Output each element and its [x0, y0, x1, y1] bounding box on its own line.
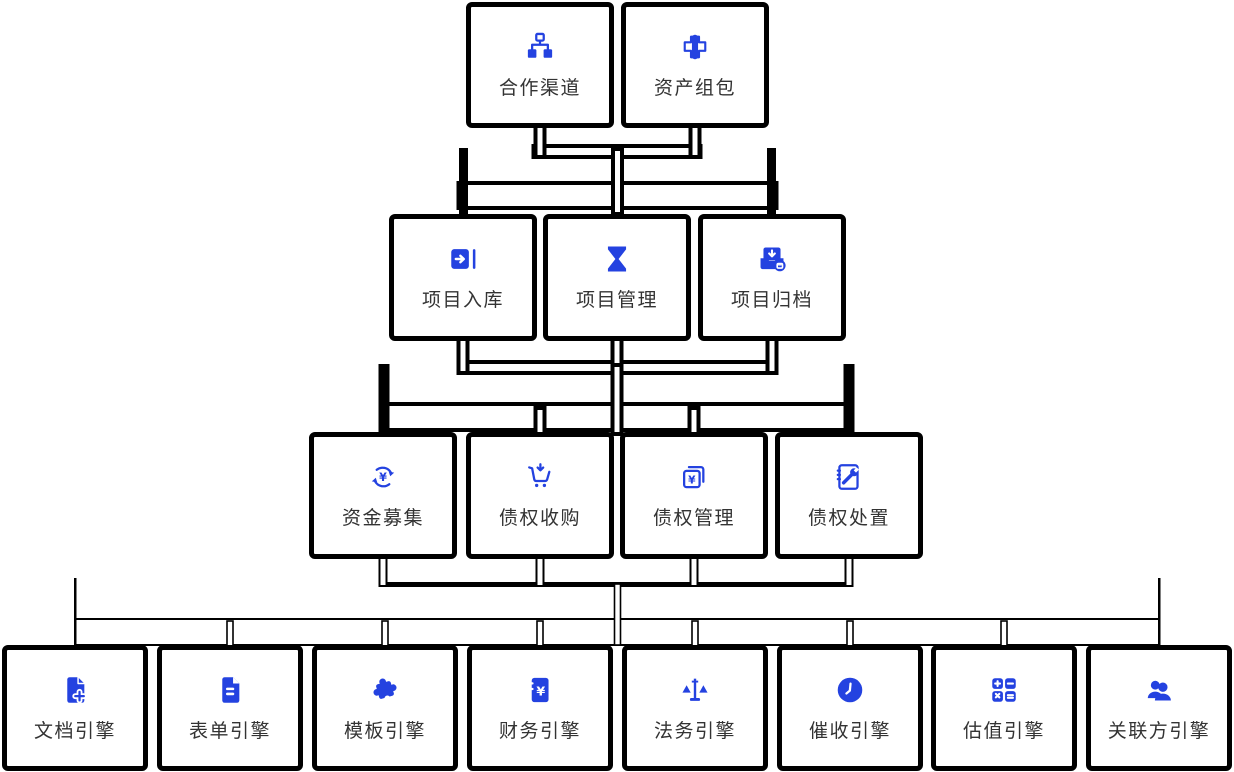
node-label: 关联方引擎	[1107, 720, 1211, 742]
node-related-party-engine: 关联方引擎	[1086, 645, 1232, 771]
node-label: 法务引擎	[653, 720, 736, 742]
cart-download-icon	[524, 461, 556, 493]
doc-wrench-icon	[833, 461, 865, 493]
node-label: 财务引擎	[498, 720, 581, 742]
node-project-management: 项目管理	[543, 214, 691, 341]
node-label: 资产组包	[653, 77, 736, 99]
node-legal-engine: 法务引擎	[622, 645, 768, 771]
puzzle-icon	[369, 674, 401, 706]
clock-icon	[834, 674, 866, 706]
node-debt-disposal: 债权处置	[775, 432, 923, 559]
node-label: 项目归档	[730, 290, 813, 311]
users-icon	[1143, 674, 1175, 706]
node-template-engine: 模板引擎	[312, 645, 458, 771]
sitemap-icon	[524, 31, 556, 63]
node-debt-management: ¥ 债权管理	[620, 432, 768, 559]
node-label: 估值引擎	[962, 720, 1045, 742]
svg-text:¥: ¥	[688, 473, 696, 486]
asset-package-icon	[679, 31, 711, 63]
node-label: 催收引擎	[808, 720, 891, 742]
yen-card-icon: ¥	[678, 461, 710, 493]
doc-plus-icon	[59, 674, 91, 706]
node-label: 债权管理	[652, 508, 735, 529]
node-asset-packaging: 资产组包	[621, 2, 769, 128]
node-finance-engine: ¥ 财务引擎	[467, 645, 613, 771]
node-label: 债权收购	[498, 508, 581, 529]
import-icon	[447, 243, 479, 275]
node-debt-acquisition: 债权收购	[466, 432, 614, 559]
hourglass-icon	[601, 243, 633, 275]
node-collection-engine: 催收引擎	[777, 645, 923, 771]
node-valuation-engine: 估值引擎	[931, 645, 1077, 771]
node-label: 资金募集	[341, 508, 424, 529]
svg-text:¥: ¥	[536, 683, 545, 698]
archive-download-icon	[756, 243, 788, 275]
node-label: 项目管理	[575, 290, 658, 311]
yen-book-icon: ¥	[524, 674, 556, 706]
node-cooperation-channels: 合作渠道	[466, 2, 614, 128]
svg-text:¥: ¥	[379, 471, 387, 484]
node-project-intake: 项目入库	[389, 214, 537, 341]
refresh-yen-icon: ¥	[367, 461, 399, 493]
node-label: 债权处置	[807, 508, 890, 529]
node-label: 模板引擎	[343, 720, 426, 742]
node-label: 项目入库	[421, 290, 504, 311]
node-label: 表单引擎	[188, 720, 271, 742]
calculator-icon	[988, 674, 1020, 706]
node-form-engine: 表单引擎	[157, 645, 303, 771]
node-project-archive: 项目归档	[698, 214, 846, 341]
node-label: 文档引擎	[33, 720, 116, 742]
scales-icon	[679, 674, 711, 706]
node-document-engine: 文档引擎	[2, 645, 148, 771]
node-label: 合作渠道	[498, 77, 581, 99]
node-fund-raising: ¥ 资金募集	[309, 432, 457, 559]
form-doc-icon	[214, 674, 246, 706]
